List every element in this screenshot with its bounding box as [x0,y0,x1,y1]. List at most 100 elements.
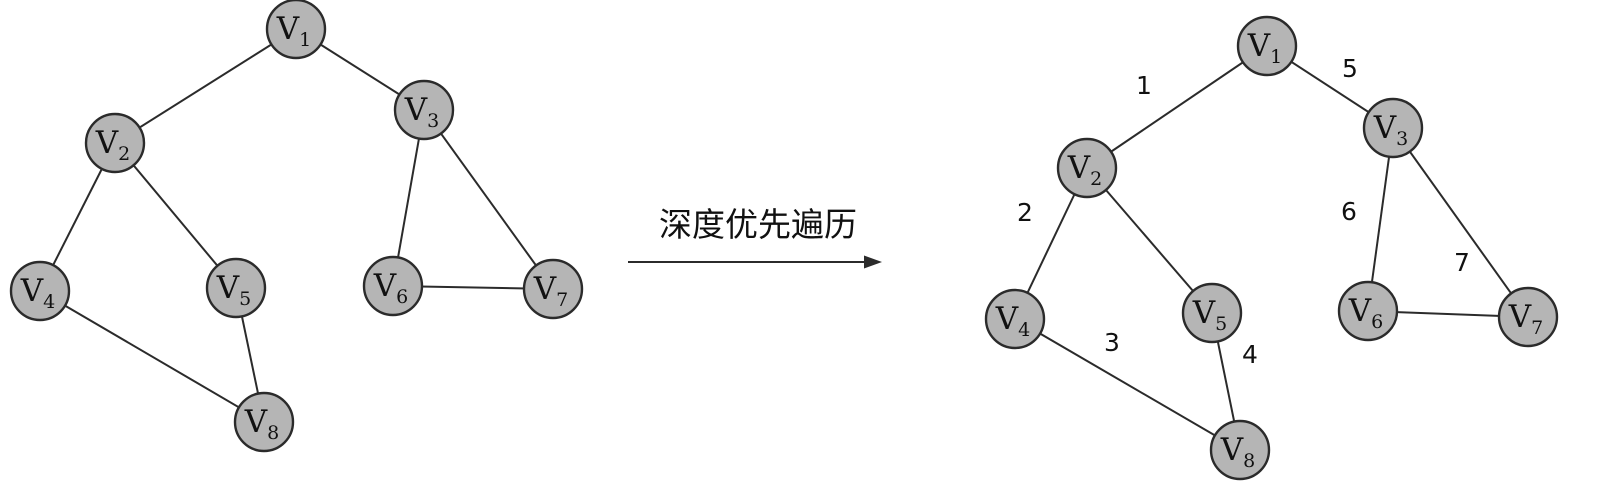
left-edge-v4-v8 [39,290,265,423]
left-node-circle-v5 [205,257,267,319]
right-node-v4: V4 [984,288,1046,350]
right-node-v1: V1 [1236,15,1298,77]
right-node-label-v4: V4 [995,301,1030,341]
left-node-circle-v8 [233,391,295,453]
node-letter: V [1373,110,1397,146]
right-node-circle-v6 [1337,280,1399,342]
left-node-label-v4: V4 [20,273,55,313]
right-edge-v4-v8 [1014,318,1241,451]
step-label-7: 7 [1454,248,1470,277]
left-edge-v3-v7 [423,109,554,290]
right-node-label-v2: V2 [1067,150,1102,190]
left-node-label-v3: V3 [404,92,439,132]
node-letter: V [533,271,557,307]
node-letter: V [1192,295,1216,331]
right-node-label-v8: V8 [1220,432,1255,472]
right-edge-v3-v6 [1367,127,1394,312]
node-letter: V [1067,150,1091,186]
node-subscript: 3 [1396,128,1408,150]
left-node-circle-v1 [265,0,327,60]
right-node-v7: V7 [1497,286,1559,348]
right-node-circle-v4 [984,288,1046,350]
right-node-circle-v1 [1236,15,1298,77]
node-letter: V [1348,293,1372,329]
node-letter: V [404,92,428,128]
left-node-v8: V8 [233,391,295,453]
step-label-5: 5 [1342,54,1358,83]
node-subscript: 7 [1531,317,1543,339]
right-edge-v1-v2 [1086,45,1268,169]
step-label-6: 6 [1341,197,1357,226]
node-subscript: 2 [118,143,130,165]
node-letter: V [1220,432,1244,468]
right-node-label-v1: V1 [1247,28,1282,68]
node-letter: V [244,404,268,440]
left-node-circle-v4 [9,260,71,322]
node-subscript: 8 [267,422,279,444]
node-subscript: 5 [239,288,251,310]
step-label-2: 2 [1017,198,1033,227]
caption-dfs: 深度优先遍历 [659,205,857,244]
traversal-arrow [628,255,882,269]
node-subscript: 3 [427,110,439,132]
left-node-label-v7: V7 [533,271,568,311]
node-letter: V [20,273,44,309]
node-subscript: 4 [1018,319,1030,341]
right-node-v2: V2 [1056,137,1118,199]
node-letter: V [95,125,119,161]
node-subscript: 5 [1215,313,1227,335]
right-node-label-v7: V7 [1508,299,1543,339]
node-subscript: 1 [1270,46,1282,68]
left-node-v6: V6 [362,255,424,317]
left-node-label-v5: V5 [216,270,251,310]
node-letter: V [1508,299,1532,335]
left-node-label-v6: V6 [373,268,408,308]
step-label-1: 1 [1136,71,1152,100]
right-node-v6: V6 [1337,280,1399,342]
right-node-v5: V5 [1181,282,1243,344]
left-node-v4: V4 [9,260,71,322]
node-letter: V [276,11,300,47]
node-subscript: 6 [1371,311,1383,333]
node-subscript: 4 [43,291,55,313]
right-node-circle-v7 [1497,286,1559,348]
node-subscript: 7 [556,289,568,311]
node-letter: V [216,270,240,306]
left-node-label-v1: V1 [276,11,311,51]
left-node-v7: V7 [522,258,584,320]
right-node-label-v3: V3 [1373,110,1408,150]
step-label-4: 4 [1242,340,1258,369]
left-node-v1: V1 [265,0,327,60]
left-node-label-v2: V2 [95,125,130,165]
node-subscript: 8 [1243,450,1255,472]
right-edge-v3-v7 [1392,127,1529,318]
left-node-circle-v6 [362,255,424,317]
node-subscript: 1 [299,29,311,51]
node-letter: V [1247,28,1271,64]
right-edge-v2-v5 [1086,167,1213,314]
left-edge-v1-v2 [114,28,297,144]
node-subscript: 6 [396,286,408,308]
right-node-circle-v3 [1362,97,1424,159]
right-node-label-v6: V6 [1348,293,1383,333]
left-node-v2: V2 [84,112,146,174]
right-node-v8: V8 [1209,419,1271,481]
left-node-v3: V3 [393,79,455,141]
step-label-3: 3 [1104,328,1120,357]
right-node-circle-v5 [1181,282,1243,344]
left-node-label-v8: V8 [244,404,279,444]
node-letter: V [995,301,1019,337]
left-node-circle-v2 [84,112,146,174]
left-node-circle-v7 [522,258,584,320]
right-node-circle-v2 [1056,137,1118,199]
left-node-v5: V5 [205,257,267,319]
node-letter: V [373,268,397,304]
node-subscript: 2 [1090,168,1102,190]
arrow-head [864,255,882,269]
right-node-v3: V3 [1362,97,1424,159]
right-node-label-v5: V5 [1192,295,1227,335]
left-node-circle-v3 [393,79,455,141]
